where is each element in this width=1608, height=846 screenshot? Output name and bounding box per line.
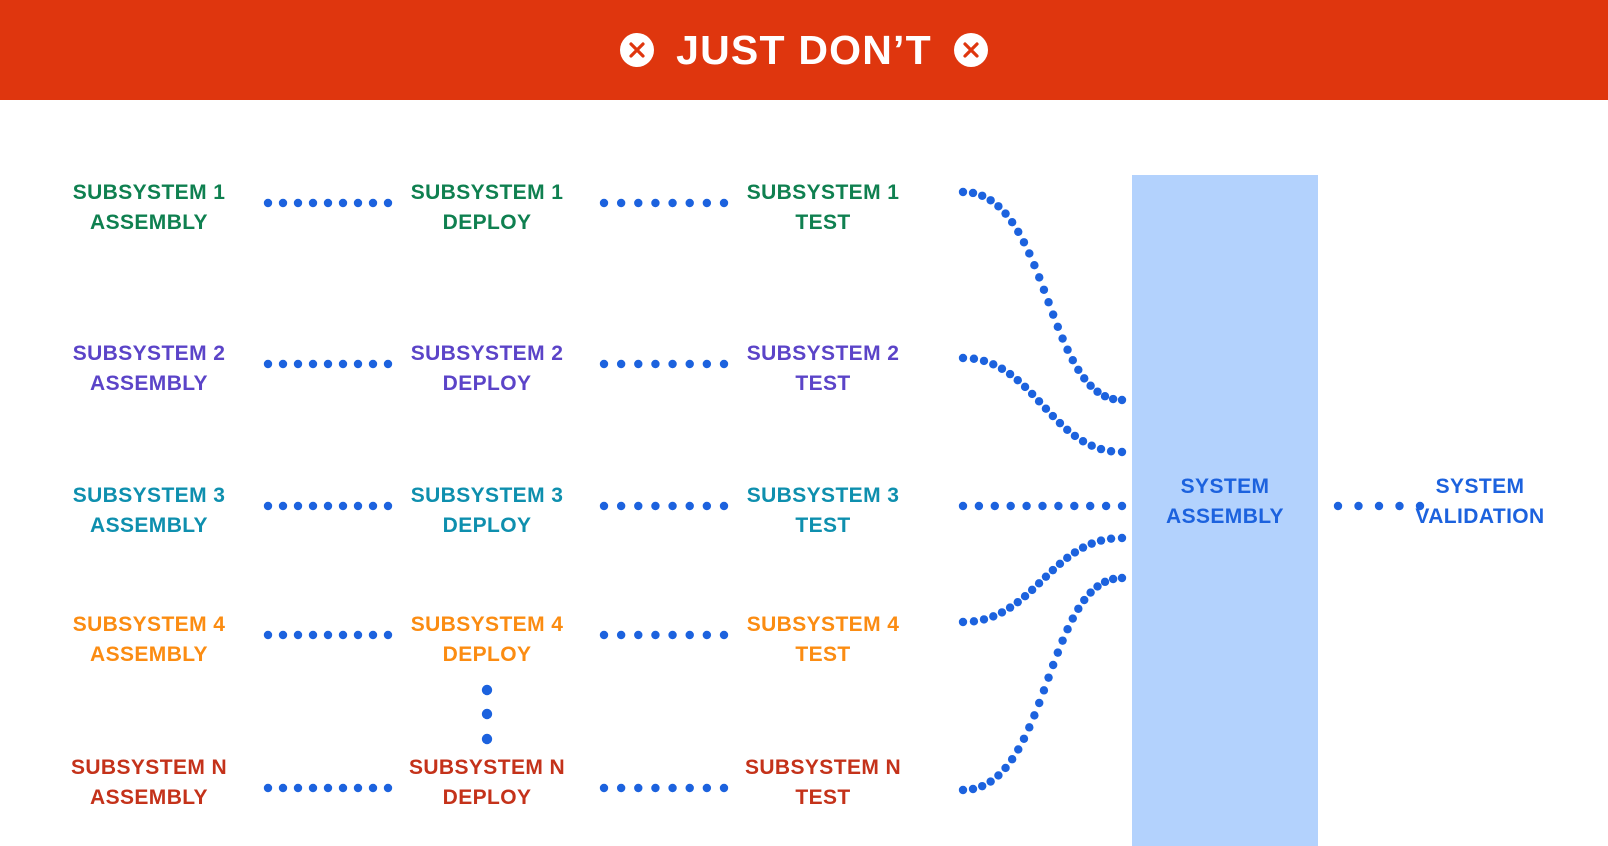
header-banner: JUST DON’T <box>0 0 1608 100</box>
banner-title: JUST DON’T <box>676 26 932 73</box>
node-system-validation[interactable]: SYSTEM VALIDATION <box>1415 475 1545 529</box>
node-subsystem-2-assembly[interactable]: SUBSYSTEM 2 ASSEMBLY <box>72 342 226 396</box>
node-subsystem-3-deploy[interactable]: SUBSYSTEM 3 DEPLOY <box>410 484 564 538</box>
node-subsystem-2-test[interactable]: SUBSYSTEM 2 TEST <box>746 342 900 396</box>
circle-x-icon-left <box>620 33 655 67</box>
node-subsystem-1-assembly[interactable]: SUBSYSTEM 1 ASSEMBLY <box>72 181 226 235</box>
node-subsystem-4-test[interactable]: SUBSYSTEM 4 TEST <box>746 613 900 667</box>
circle-x-icon-right <box>953 33 988 67</box>
node-subsystem-n-assembly[interactable]: SUBSYSTEM N ASSEMBLY <box>70 756 228 810</box>
node-subsystem-1-deploy[interactable]: SUBSYSTEM 1 DEPLOY <box>410 181 564 235</box>
node-subsystem-1-test[interactable]: SUBSYSTEM 1 TEST <box>746 181 900 235</box>
node-subsystem-4-deploy[interactable]: SUBSYSTEM 4 DEPLOY <box>410 613 564 667</box>
pipeline-diagram: SUBSYSTEM 1 ASSEMBLY SUBSYSTEM 1 DEPLOY … <box>0 100 1608 846</box>
node-subsystem-3-test[interactable]: SUBSYSTEM 3 TEST <box>746 484 900 538</box>
system-assembly-band <box>1132 175 1318 846</box>
node-system-assembly[interactable]: SYSTEM ASSEMBLY <box>1166 475 1284 529</box>
node-subsystem-3-assembly[interactable]: SUBSYSTEM 3 ASSEMBLY <box>72 484 226 538</box>
node-subsystem-n-test[interactable]: SUBSYSTEM N TEST <box>744 756 902 810</box>
node-subsystem-n-deploy[interactable]: SUBSYSTEM N DEPLOY <box>408 756 566 810</box>
node-subsystem-4-assembly[interactable]: SUBSYSTEM 4 ASSEMBLY <box>72 613 226 667</box>
node-subsystem-2-deploy[interactable]: SUBSYSTEM 2 DEPLOY <box>410 342 564 396</box>
